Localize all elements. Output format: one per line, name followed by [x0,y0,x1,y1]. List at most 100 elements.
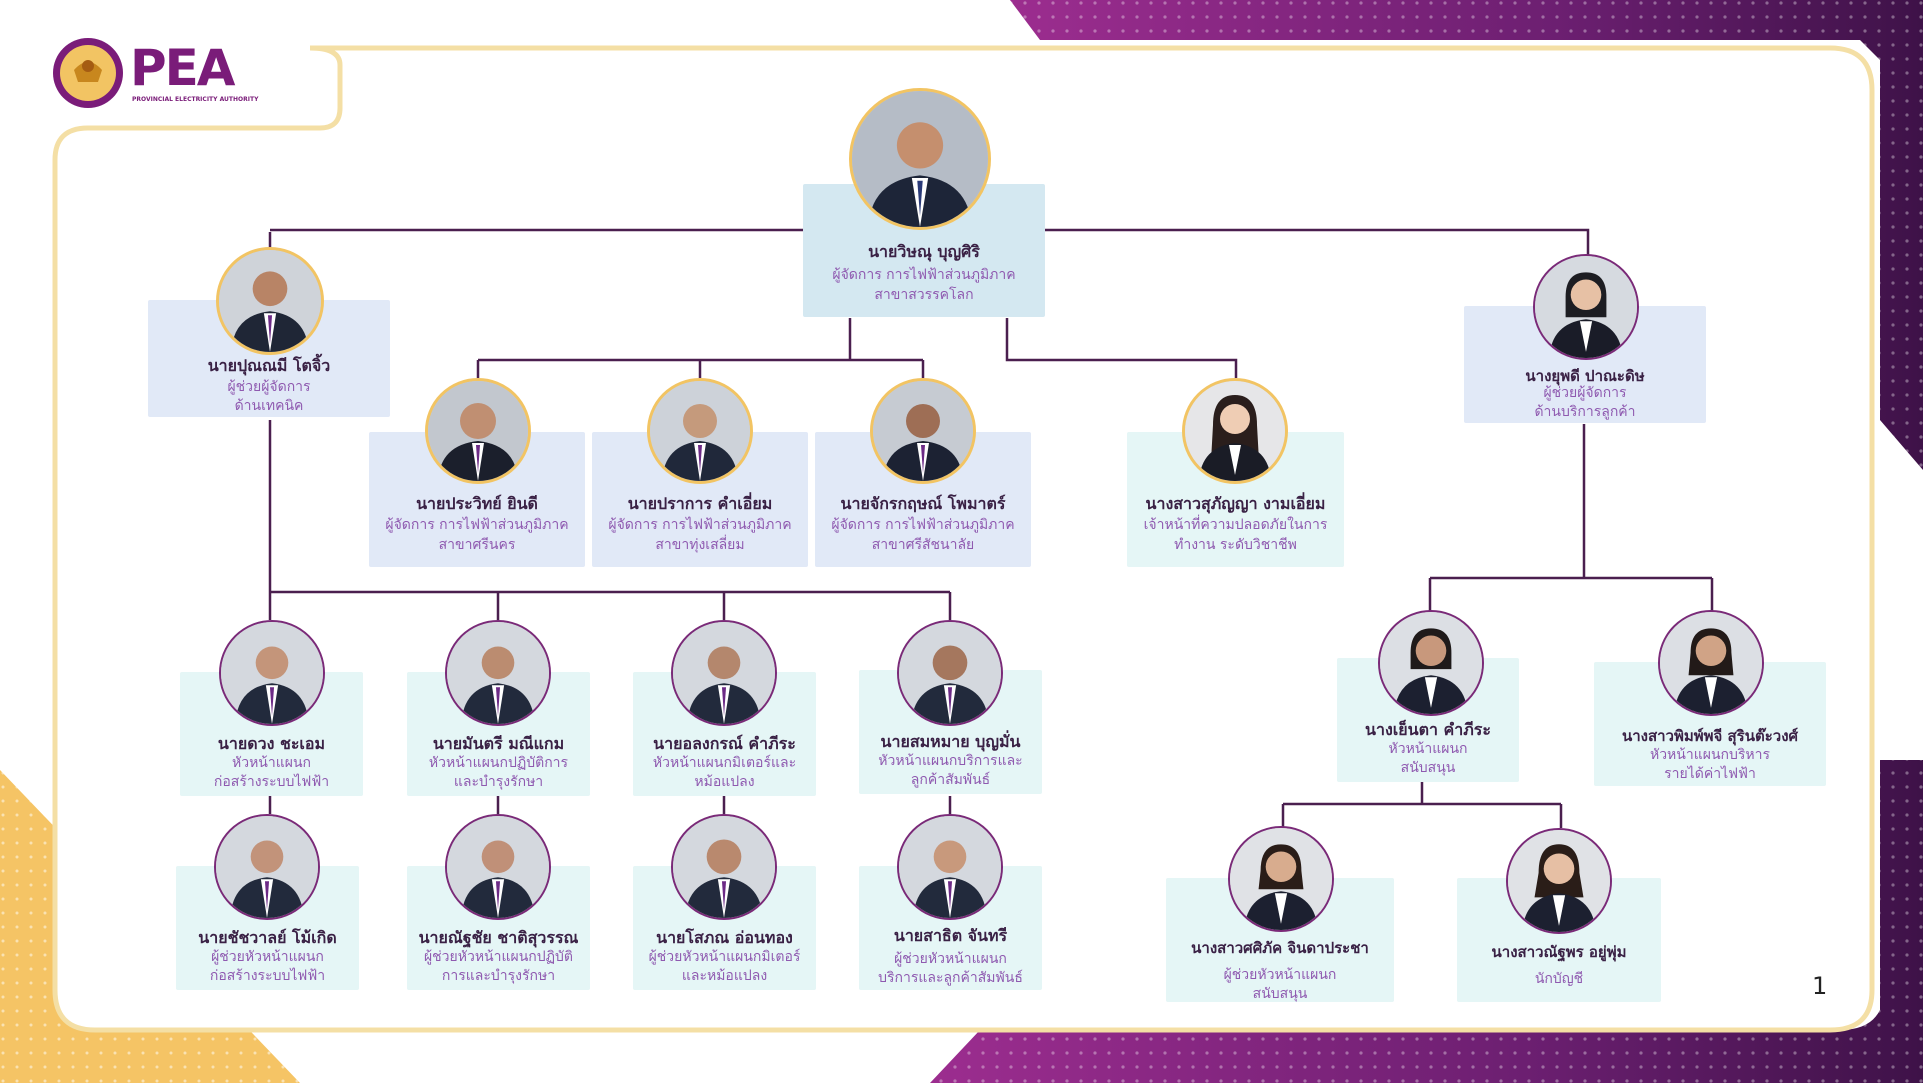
person-photo-icon [428,381,528,481]
tech-assistant-3-title-2: และหม้อแปลง [681,968,768,984]
safety-officer-title-1: เจ้าหน้าที่ความปลอดภัยในการ [1143,517,1328,533]
tech-head-3-title-2: หม้อแปลง [694,774,755,790]
person-photo-icon [1230,828,1332,930]
person-photo-icon [650,381,750,481]
avatar-support-staff-2 [1506,828,1612,934]
person-photo-icon [1660,612,1762,714]
tech-assistant-1-name: นายชัชวาลย์ โม้เกิด [198,928,337,947]
person-photo-icon [899,622,1001,724]
person-photo-icon [673,622,775,724]
tech-head-3-title-1: หัวหน้าแผนกมิเตอร์และ [652,755,797,771]
avatar-branch-manager-2 [647,378,753,484]
branch-manager-3-title-2: สาขาศรีสัชนาลัย [871,537,975,553]
person-photo-icon [1535,256,1637,358]
person-photo-icon [216,816,318,918]
avatar-safety-officer [1182,378,1288,484]
tech-assistant-4-title-1: ผู้ช่วยหัวหน้าแผนก [894,951,1007,967]
branch-manager-1-title-1: ผู้จัดการ การไฟฟ้าส่วนภูมิภาค [385,517,569,533]
tech-assistant-2-name: นายณัฐชัย ชาติสุวรรณ [418,928,579,947]
safety-officer-name: นางสาวสุภัญญา งามเอี่ยม [1145,494,1326,513]
connector-tech-assist [268,796,952,814]
service-head-1-title-1: หัวหน้าแผนก [1388,741,1468,757]
avatar-tech-assistant-2 [445,814,551,920]
left-assistant-title-1: ผู้ช่วยผู้จัดการ [227,379,311,395]
connector-service [1428,424,1714,620]
person-photo-icon [1380,612,1482,714]
branch-manager-3-name: นายจักรกฤษณ์ โพมาตร์ [840,494,1006,513]
person-photo-icon [219,250,321,352]
right-assistant-title-2: ด้านบริการลูกค้า [1534,404,1636,420]
avatar-tech-head-3 [671,620,777,726]
tech-head-2-title-1: หัวหน้าแผนกปฏิบัติการ [428,755,569,771]
avatar-tech-assistant-4 [897,814,1003,920]
person-photo-icon [1508,830,1610,932]
avatar-tech-assistant-1 [214,814,320,920]
branch-manager-1-name: นายประวิทย์ ยินดี [416,494,538,513]
avatar-tech-head-4 [897,620,1003,726]
service-head-1-title-2: สนับสนุน [1400,760,1456,776]
avatar-left-assistant [216,247,324,355]
tech-head-1-name: นายดวง ชะเอม [217,734,326,753]
person-photo-icon [447,816,549,918]
avatar-service-head-2 [1658,610,1764,716]
tech-assistant-4-name: นายสาธิต จันทรี [893,926,1008,945]
support-staff-2-title-1: นักบัญชี [1534,971,1584,987]
page-number: 1 [1812,972,1828,1000]
head-title-2: สาขาสวรรคโลก [874,287,974,303]
branch-manager-2-name: นายปราการ คำเอี่ยม [627,494,773,513]
service-head-2-title-1: หัวหน้าแผนกบริหาร [1649,747,1771,763]
branch-manager-2-title-2: สาขาทุ่งเสลี่ยม [655,537,745,553]
connector-tech [268,420,952,620]
pea-emblem-icon [53,38,123,108]
tech-assistant-4-title-2: บริการและลูกค้าสัมพันธ์ [878,970,1023,986]
logo-wordmark: PEA [130,39,235,97]
tech-head-2-name: นายมันตรี มณีแกม [432,734,565,753]
branch-manager-1-title-2: สาขาศรีนคร [438,537,516,553]
person-photo-icon [852,91,988,227]
support-staff-1-title-1: ผู้ช่วยหัวหน้าแผนก [1223,967,1337,983]
logo-subtitle: PROVINCIAL ELECTRICITY AUTHORITY [132,96,259,103]
support-staff-1-name: นางสาวศศิภัค จินดาประชา [1191,939,1369,957]
connector-branches [476,318,925,378]
branch-manager-3-title-1: ผู้จัดการ การไฟฟ้าส่วนภูมิภาค [831,517,1015,533]
avatar-branch-manager-1 [425,378,531,484]
support-staff-1-title-2: สนับสนุน [1252,986,1308,1002]
avatar-tech-head-2 [445,620,551,726]
tech-head-4-title-1: หัวหน้าแผนกบริการและ [878,753,1023,769]
tech-assistant-3-title-1: ผู้ช่วยหัวหน้าแผนกมิเตอร์ [648,949,801,965]
right-assistant-name: นางยุพดี ปาณะดิษ [1525,367,1645,385]
service-head-2-name: นางสาวพิมพ์พจี สุรินต๊ะวงศ์ [1621,727,1799,745]
tech-assistant-1-title-2: ก่อสร้างระบบไฟฟ้า [209,968,326,984]
service-head-1-name: นางเย็นตา คำภีระ [1365,720,1491,739]
avatar-service-head-1 [1378,610,1484,716]
left-assistant-title-2: ด้านเทคนิค [234,398,304,414]
left-assistant-name: นายปุณณมี โตจิ้ว [207,356,331,375]
tech-head-1-title-1: หัวหน้าแผนก [231,755,312,771]
service-head-2-title-2: รายได้ค่าไฟฟ้า [1664,766,1756,782]
support-staff-2-name: นางสาวณัฐพร อยู่พุ่ม [1491,943,1627,961]
avatar-tech-head-1 [219,620,325,726]
person-photo-icon [1185,381,1285,481]
person-photo-icon [447,622,549,724]
person-photo-icon [873,381,973,481]
tech-assistant-3-name: นายโสภณ อ่อนทอง [656,928,793,947]
head-name: นายวิษณุ บุญศิริ [868,242,980,261]
person-photo-icon [899,816,1001,918]
tech-assistant-1-title-1: ผู้ช่วยหัวหน้าแผนก [211,949,324,965]
avatar-head [849,88,991,230]
tech-head-4-title-2: ลูกค้าสัมพันธ์ [910,772,991,788]
tech-assistant-2-title-1: ผู้ช่วยหัวหน้าแผนกปฏิบัติ [423,949,574,965]
branch-manager-2-title-1: ผู้จัดการ การไฟฟ้าส่วนภูมิภาค [608,517,792,533]
tech-head-2-title-2: และบำรุงรักษา [453,774,544,790]
tech-assistant-2-title-2: การและบำรุงรักษา [441,968,556,984]
connector-safety [1005,318,1238,378]
safety-officer-title-2: ทำงาน ระดับวิชาชีพ [1174,537,1297,553]
person-photo-icon [221,622,323,724]
person-photo-icon [673,816,775,918]
avatar-support-staff-1 [1228,826,1334,932]
connector-support [1281,776,1563,828]
tech-head-1-title-2: ก่อสร้างระบบไฟฟ้า [213,774,330,790]
right-assistant-title-1: ผู้ช่วยผู้จัดการ [1543,385,1627,401]
pea-logo: PEA PROVINCIAL ELECTRICITY AUTHORITY [50,36,260,110]
